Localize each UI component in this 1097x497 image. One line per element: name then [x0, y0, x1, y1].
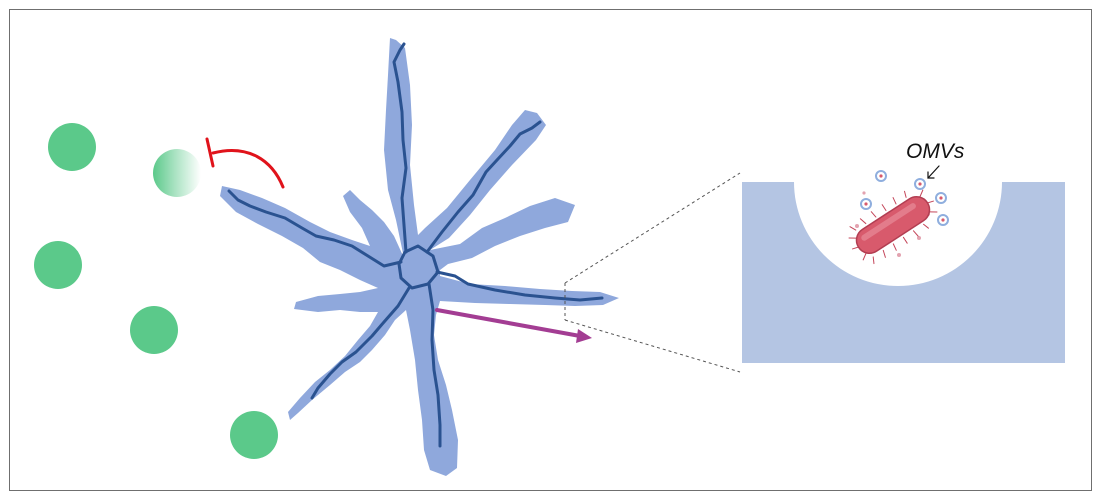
star-shaped-cell	[220, 38, 619, 476]
green-cell-3	[130, 306, 178, 354]
figure-frame	[9, 9, 1092, 491]
fading-green-cell	[153, 149, 201, 197]
small-particles	[855, 191, 930, 257]
omvs-label: OMVs	[906, 140, 965, 163]
zoom-connector-lines	[564, 172, 741, 373]
omv-vesicle-centers	[864, 174, 945, 222]
green-cell-4	[230, 411, 278, 459]
inhibit-t-bar-icon	[205, 137, 285, 189]
omvs-pointer-arrow	[927, 165, 940, 179]
green-cell-2	[34, 241, 82, 289]
cell-veins	[227, 42, 604, 448]
arrow-right-icon	[435, 308, 592, 343]
green-cell-1	[48, 123, 96, 171]
zoom-panel	[742, 182, 1065, 363]
bacterium-icon	[848, 189, 938, 265]
